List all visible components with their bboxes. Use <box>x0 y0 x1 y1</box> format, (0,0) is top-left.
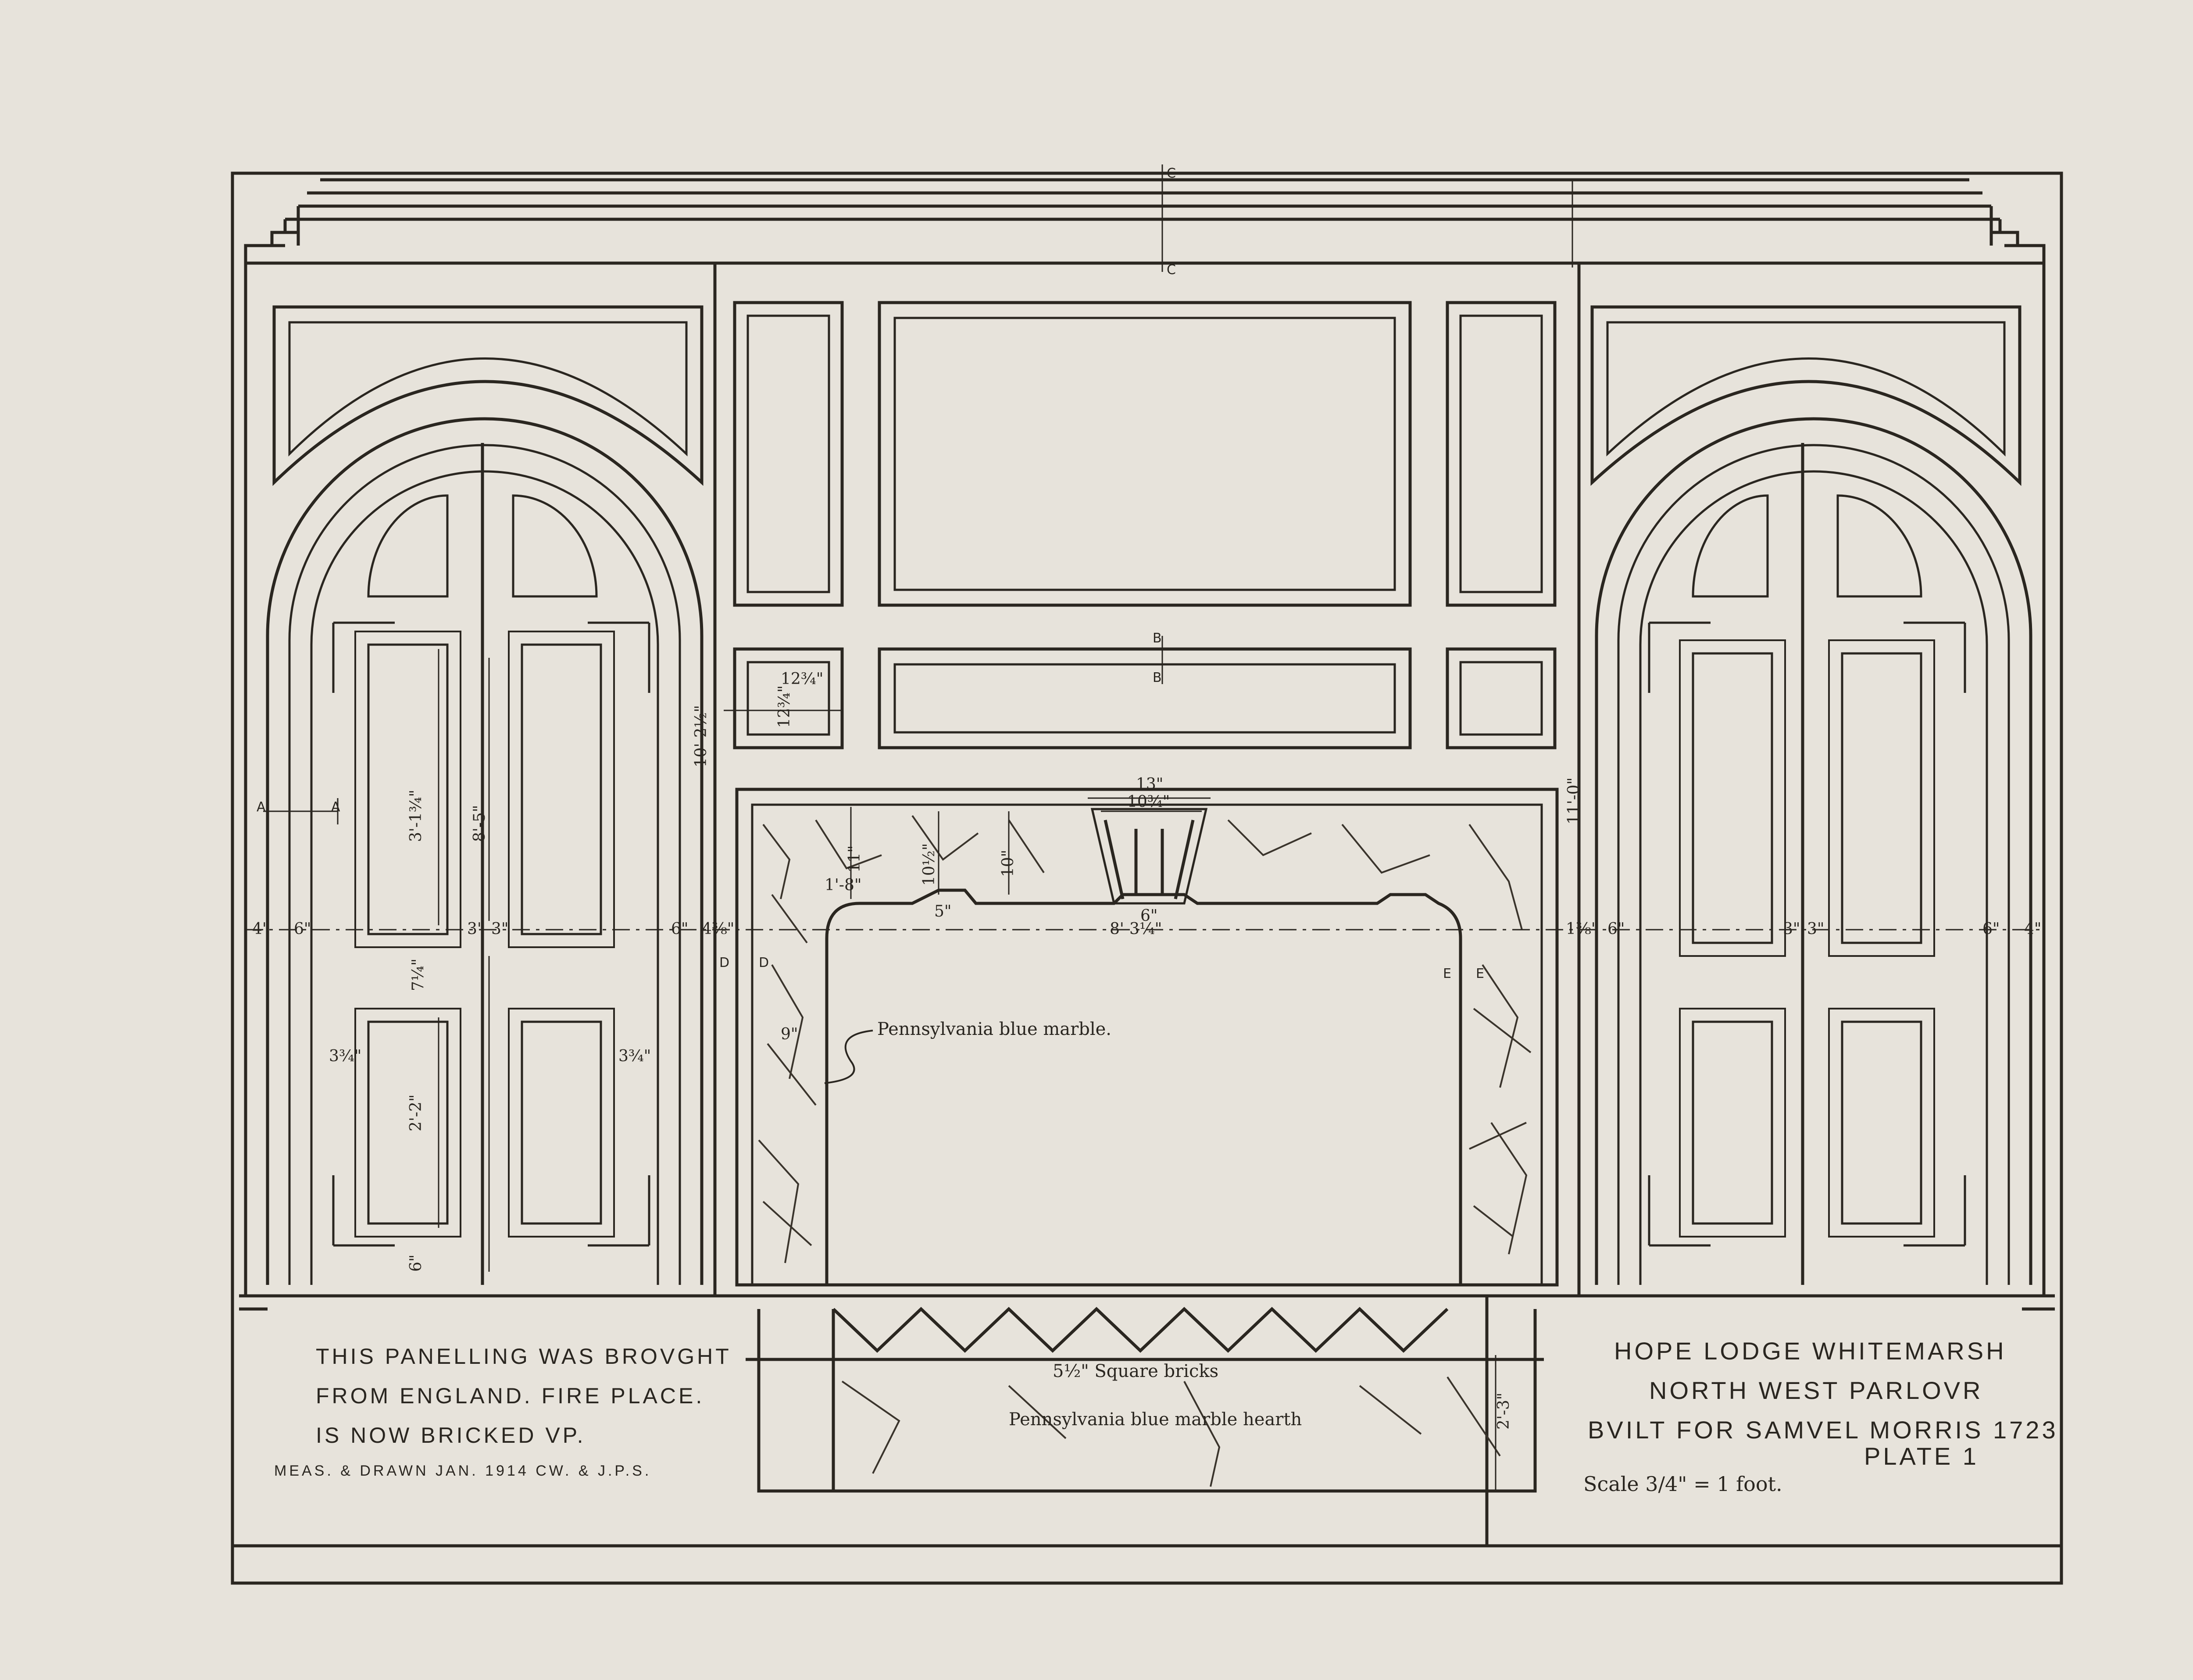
section-mark-c-bottom: C <box>1167 262 1176 278</box>
dimension-lines <box>246 164 2044 1491</box>
title-line-3: BVILT FOR SAMVEL MORRIS 1723 <box>1588 1416 2058 1444</box>
dim-fire-height: 1'-8" <box>825 876 861 894</box>
hinge-plates <box>332 621 1966 1247</box>
right-tympanum <box>1590 305 2022 486</box>
left-notes: THIS PANELLING WAS BROVGHT FROM ENGLAND.… <box>274 1344 732 1479</box>
left-arched-doorway <box>266 417 704 1285</box>
section-mark-e-right: E <box>1476 966 1484 981</box>
note-line-1: THIS PANELLING WAS BROVGHT <box>316 1344 732 1369</box>
dim-overall-right: 11'-0" <box>1565 778 1583 824</box>
overmantel-panels <box>733 301 1557 749</box>
dim-jamb-9: 9" <box>781 1025 798 1043</box>
floor-and-hearth <box>239 1294 2055 1493</box>
section-mark-b-top: B <box>1153 631 1162 646</box>
dim-trim-left: 4⅜" <box>702 920 734 938</box>
dim-fire-11: 11" <box>846 845 864 873</box>
outer-border <box>231 171 2063 1585</box>
note-line-3: IS NOW BRICKED VP. <box>316 1423 586 1448</box>
section-mark-e-left: E <box>1443 966 1451 981</box>
dim-door-panel-upper: 3'-1¾" <box>407 790 425 842</box>
fireplace-surround <box>735 788 1559 1287</box>
section-marks: A A B B C C D D E E <box>257 166 1484 981</box>
dim-keystone-13: 13" <box>1136 775 1163 793</box>
dim-rail-bottom: 6" <box>407 1255 425 1272</box>
dim-fire-5: 5" <box>934 902 951 920</box>
dim-small-panel-b: 12¾" <box>775 685 793 728</box>
bricks-callout: 5½" Square bricks <box>1053 1361 1218 1381</box>
dim-keystone-10: 10¾" <box>1127 793 1170 811</box>
plate-number: PLATE 1 <box>1864 1442 1979 1470</box>
dim-stile-6-mid-left: 6" <box>671 920 688 938</box>
dim-door-panel-lower: 2'-2" <box>407 1095 425 1131</box>
dim-margin-left: 3¾" <box>329 1047 361 1065</box>
title-line-1: HOPE LODGE WHITEMARSH <box>1614 1337 2007 1365</box>
dim-stile-6-right: 6" <box>1982 920 2000 938</box>
hearth-callout: Pennsylvania blue marble hearth <box>1009 1409 1302 1430</box>
dim-stile-3-right-b: 3" <box>1807 920 1824 938</box>
marble-veining <box>758 815 1532 1263</box>
section-mark-a-right: A <box>331 799 340 815</box>
left-tympanum <box>272 305 704 486</box>
section-mark-d-right: D <box>759 955 769 970</box>
note-line-2: FROM ENGLAND. FIRE PLACE. <box>316 1384 704 1408</box>
dim-opening-width: 8'-3¼" <box>1110 920 1162 938</box>
dim-stile-3-left-b: 3" <box>491 920 508 938</box>
marble-callout: Pennsylvania blue marble. <box>877 1019 1111 1039</box>
dim-fire-10-b: 10" <box>999 850 1017 877</box>
dim-trim-right: 1⅜" <box>1566 920 1598 938</box>
dim-margin-right: 3¾" <box>618 1047 651 1065</box>
credit-line: MEAS. & DRAWN JAN. 1914 CW. & J.P.S. <box>274 1462 651 1479</box>
dim-rail-mid: 7¼" <box>409 959 427 991</box>
title-block: HOPE LODGE WHITEMARSH NORTH WEST PARLOVR… <box>1583 1337 2058 1496</box>
dim-stile-3-right-a: 3" <box>1783 920 1800 938</box>
dim-overall-left: 10'-2½" <box>692 705 710 767</box>
dim-stile-6-left: 6" <box>294 920 311 938</box>
section-mark-a-left: A <box>257 799 266 815</box>
dimension-labels: 10'-2½" 11'-0" 3'-1¾" 8'-5" 2'-2" 7¼" 6"… <box>252 670 2041 1430</box>
cornice <box>244 178 2046 265</box>
dim-stile-6-mid-right: 6" <box>1607 920 1625 938</box>
dim-keystone-6: 6" <box>1140 907 1157 925</box>
dim-small-panel-a: 12¾" <box>781 670 823 688</box>
dim-hearth-depth: 2'-3" <box>1495 1393 1513 1430</box>
section-mark-c-top: C <box>1167 166 1176 181</box>
dim-stile-4-right: 4" <box>2024 920 2041 938</box>
scale-note: Scale 3/4" = 1 foot. <box>1583 1472 1782 1496</box>
callouts: Pennsylvania blue marble. 5½" Square bri… <box>877 1019 1302 1430</box>
title-line-2: NORTH WEST PARLOVR <box>1649 1377 1983 1404</box>
dim-fire-10-a: 10½" <box>920 843 938 886</box>
dim-stile-4-left: 4" <box>252 920 269 938</box>
section-mark-b-bottom: B <box>1153 670 1162 685</box>
right-arched-doorway <box>1595 417 2032 1285</box>
dim-door-height: 8'-5" <box>471 805 489 842</box>
dim-stile-3-left-a: 3" <box>467 920 484 938</box>
section-mark-d-left: D <box>719 955 729 970</box>
